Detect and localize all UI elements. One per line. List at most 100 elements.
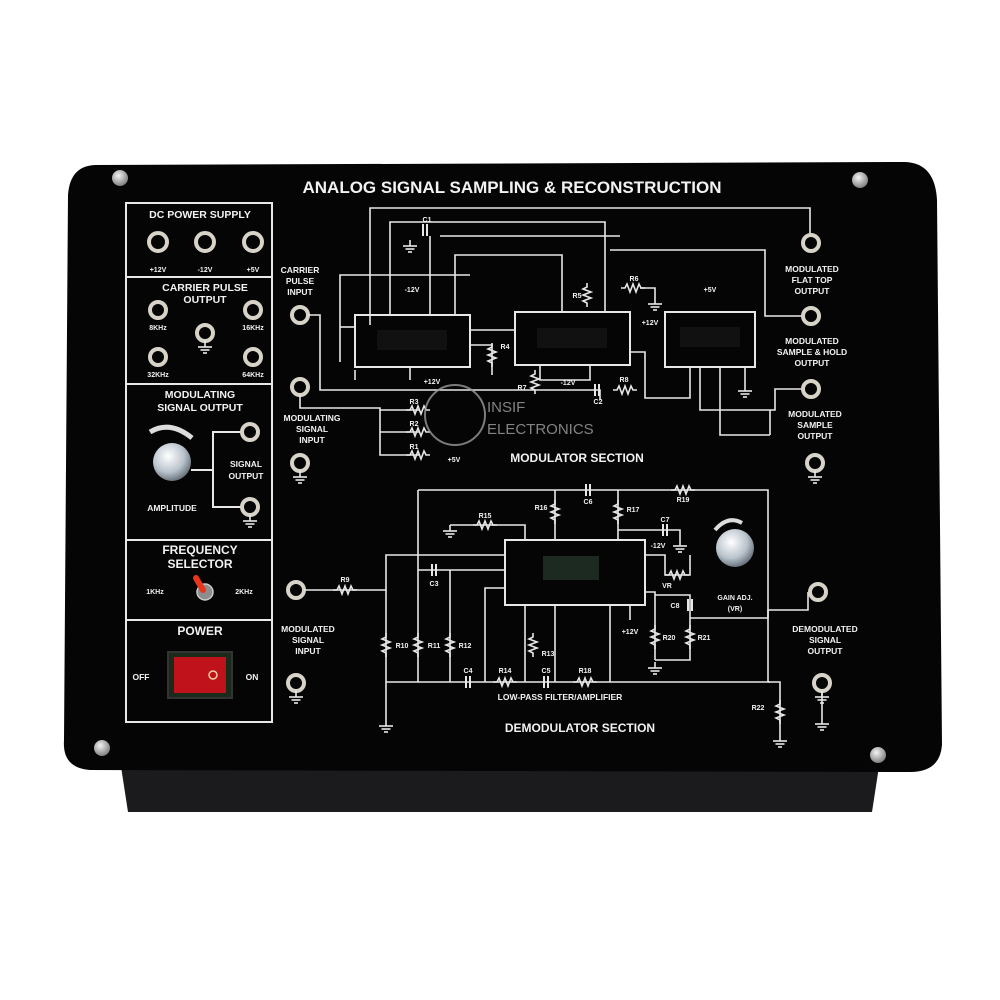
r19-label: R19 [677,497,690,504]
modulating-input-label-1: MODULATING [284,413,341,423]
r18-label: R18 [579,668,592,675]
jack-minus12v[interactable] [194,231,216,253]
label-64khz: 64KHz [242,372,264,379]
label-1khz: 1KHz [146,589,164,596]
sample-hold-label-3: OUTPUT [795,358,831,368]
signal-output-label-1: SIGNAL [230,459,262,469]
label-on: ON [246,672,259,682]
power-title: POWER [177,624,223,638]
r22-label: R22 [752,705,765,712]
rail-m12v-2: -12V [561,380,576,387]
r4-label: R4 [501,344,510,351]
carrier-title-1: CARRIER PULSE [162,282,248,294]
demod-output-label-2: SIGNAL [809,635,841,645]
enclosure-base [120,760,880,812]
demodulator-section: MODULATED SIGNAL INPUT R9 R10 R11 R12 R1… [281,483,858,748]
r12-label: R12 [459,643,472,650]
label-minus12v: -12V [198,267,213,274]
jack-sample-output[interactable] [801,379,821,399]
label-16khz: 16KHz [242,325,264,332]
jack-sample-hold-output[interactable] [801,306,821,326]
sample-hold-label-2: SAMPLE & HOLD [777,347,847,357]
screw-icons [94,170,886,763]
vr-label: VR [662,583,672,590]
r14-label: R14 [499,668,512,675]
modulating-title-1: MODULATING [165,389,235,401]
demod-rail-m12v: -12V [651,543,666,550]
gain-adjust-knob[interactable] [716,529,754,567]
r7-label: R7 [518,385,527,392]
r20-label: R20 [663,635,676,642]
power-rocker-switch[interactable] [167,651,233,699]
c1-label: C1 [423,217,432,224]
r6-label: R6 [630,276,639,283]
r11-label: R11 [428,643,441,650]
label-off: OFF [133,672,150,682]
front-panel [63,162,942,772]
low-pass-filter-label: LOW-PASS FILTER/AMPLIFIER [498,692,623,702]
jack-64khz[interactable] [243,347,263,367]
demod-output-label-3: OUTPUT [808,646,844,656]
modulator-section: CARRIER PULSE INPUT MODULATING SIGNAL IN… [281,207,847,484]
r9-label: R9 [341,577,350,584]
ic-1 [354,314,471,368]
left-panel: DC POWER SUPPLY +12V -12V +5V CARRIER PU… [125,202,273,723]
c5-label: C5 [542,668,551,675]
rail-p12v-2: +12V [642,320,659,327]
jack-plus5v[interactable] [242,231,264,253]
flat-top-label-2: FLAT TOP [792,275,833,285]
demod-input-label-2: SIGNAL [292,635,324,645]
ic-4 [504,539,646,606]
r13-label: R13 [542,651,555,658]
carrier-input-label-3: INPUT [287,287,313,297]
demod-input-label-3: INPUT [295,646,321,656]
demodulator-section-title: DEMODULATOR SECTION [505,721,655,735]
c8-label: C8 [671,603,680,610]
flat-top-label-1: MODULATED [785,264,839,274]
label-32khz: 32KHz [147,372,169,379]
c4-label: C4 [464,668,473,675]
jack-32khz[interactable] [148,347,168,367]
label-plus5v: +5V [247,267,260,274]
r17-label: R17 [627,507,640,514]
jack-plus12v[interactable] [147,231,169,253]
label-8khz: 8KHz [149,325,167,332]
rail-p5v: +5V [704,287,717,294]
carrier-input-label-1: CARRIER [281,265,320,275]
sample-label-3: OUTPUT [798,431,834,441]
brand-line-1: INSIF [487,399,525,416]
jack-flat-top-output[interactable] [801,233,821,253]
frequency-title-2: SELECTOR [167,557,232,571]
modulating-input-label-3: INPUT [299,435,325,445]
ic-1-chip [377,330,447,350]
modulator-section-title: MODULATOR SECTION [510,451,644,465]
r5-label: R5 [573,293,582,300]
sample-label-1: MODULATED [788,409,842,419]
brand-logo: INSIF ELECTRONICS [424,384,594,446]
jack-demodulated-output[interactable] [808,582,828,602]
jack-signal-output[interactable] [240,422,260,442]
knob-scale-arc [148,424,194,440]
demod-rail-p12v: +12V [622,629,639,636]
modulating-input-label-2: SIGNAL [296,424,328,434]
sample-hold-label-1: MODULATED [785,336,839,346]
c7-label: C7 [661,517,670,524]
jack-8khz[interactable] [148,300,168,320]
ic-2 [514,311,631,366]
r8-label: R8 [620,377,629,384]
r16-label: R16 [535,505,548,512]
carrier-title-2: OUTPUT [183,294,227,306]
label-plus12v: +12V [150,267,167,274]
r21-label: R21 [698,635,711,642]
carrier-input-label-2: PULSE [286,276,315,286]
modulating-title-2: SIGNAL OUTPUT [157,402,243,414]
gain-label-1: GAIN ADJ. [717,595,752,602]
r3-label: R3 [410,399,419,406]
jack-16khz[interactable] [243,300,263,320]
demod-output-label-1: DEMODULATED [792,624,857,634]
label-2khz: 2KHz [235,589,253,596]
amplitude-knob[interactable] [153,443,191,481]
demod-input-label-1: MODULATED [281,624,335,634]
frequency-toggle-switch[interactable] [193,575,214,601]
